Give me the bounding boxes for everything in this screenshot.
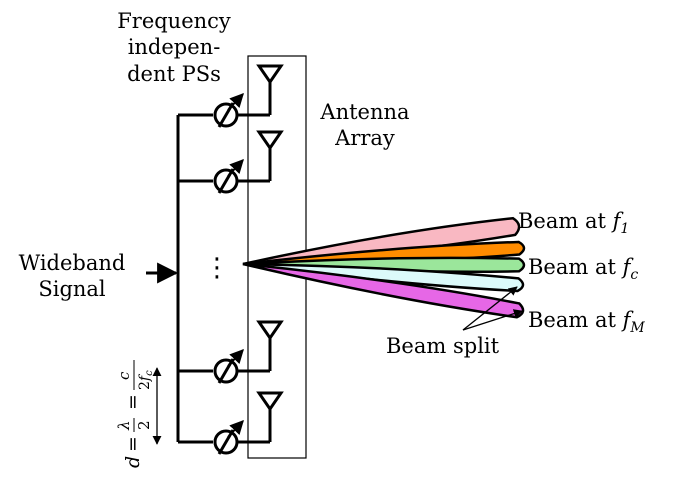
eq-c: c [115,371,133,380]
beam-lobe-fM [242,262,525,319]
beam-f1-subscript: 1 [620,221,630,237]
eq-lambda: λ [115,420,133,431]
beam-f1-label: Beam at f1 [518,208,630,237]
phase-shifter-label: Frequency indepen- dent PSs [104,8,244,87]
input-signal-label: Wideband Signal [5,250,139,303]
spacing-equation: d = λ 2 = c 2fc [115,360,155,468]
eq-2fc: 2fc [137,370,155,390]
input-signal-label-line-2: Signal [38,277,106,302]
beam-fc-subscript: c [630,267,639,283]
antenna-array-label-line-1: Antenna [320,100,410,124]
beam-fc-symbol: f [622,255,631,279]
phase-shifter-label-line-3: dent PSs [127,61,221,86]
phase-shifter-1 [213,92,270,128]
beam-split-arrows [462,286,523,331]
input-signal-label-line-1: Wideband [18,251,126,275]
phase-shifter-label-line-1: Frequency [117,9,231,33]
beam-fc-prefix: Beam at [528,255,623,279]
beam-fM-symbol: f [622,308,631,332]
beam-f1-symbol: f [612,209,621,233]
antenna-array-label-line-2: Array [335,126,395,151]
eq-d: d [122,456,144,468]
phase-shifter-2 [213,158,270,194]
beam-f1-prefix: Beam at [518,209,613,233]
eq-two: 2 [135,420,153,430]
antenna-array-label: Antenna Array [315,99,415,152]
beam-fM-subscript: M [630,320,645,336]
eq-equals-2: = [122,394,144,410]
beam-lobes [242,216,526,319]
phase-shifter-label-line-2: indepen- [127,35,221,60]
antenna-elements [256,64,284,442]
phase-shifter-3 [213,348,270,384]
phase-shifter-4 [213,419,270,455]
ellipsis-dots: ⋮ [204,253,230,283]
beam-split-label: Beam split [386,334,500,358]
beam-fc-label: Beam at fc [528,254,639,283]
beam-fM-prefix: Beam at [528,308,623,332]
eq-equals-1: = [122,436,144,452]
beam-fM-label: Beam at fM [528,307,645,336]
